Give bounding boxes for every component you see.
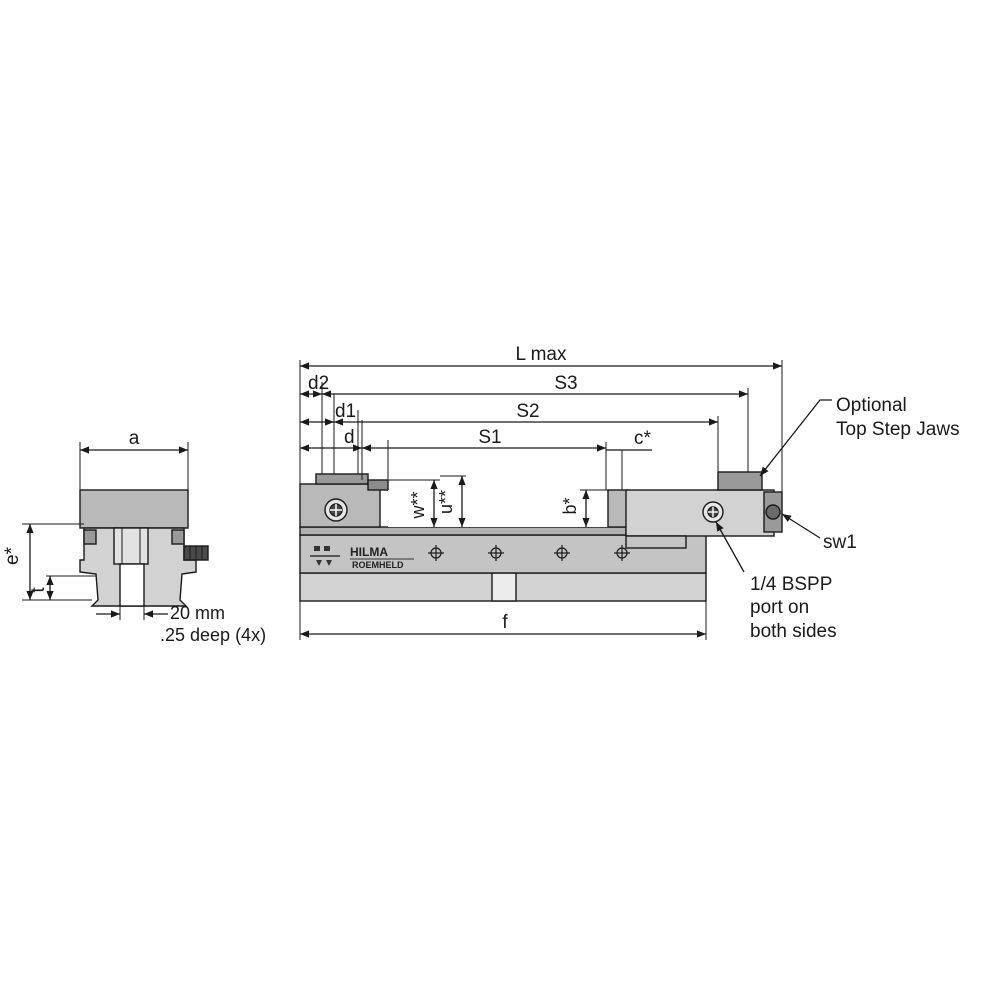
dim-label-u: u** bbox=[436, 490, 456, 514]
dim-label-b: b* bbox=[560, 497, 580, 514]
dim-label-a: a bbox=[129, 428, 140, 449]
dim-label-e: e* bbox=[2, 546, 23, 565]
mounting-hole-icons bbox=[428, 545, 630, 561]
base-rail-keyway bbox=[491, 572, 517, 602]
bed-top-strip bbox=[299, 526, 627, 536]
fixed-jaw-insert bbox=[315, 473, 369, 485]
brand-name: HILMA bbox=[350, 545, 388, 559]
hydraulic-cylinder bbox=[625, 489, 775, 537]
bolt-depth-label: .25 deep (4x) bbox=[160, 625, 266, 645]
hilma-logo: HILMA ROEMHELD bbox=[310, 545, 414, 570]
end-view: a e* t 20 mm .25 deep (4x) bbox=[2, 428, 266, 645]
bolt-size-label: 20 mm bbox=[170, 603, 225, 623]
dim-label-c: c* bbox=[634, 428, 652, 449]
optional-top-step-jaw bbox=[717, 471, 763, 491]
dim-label-d1: d1 bbox=[335, 401, 356, 422]
side-view: HILMA ROEMHELD L max d2 S3 d1 S2 d bbox=[299, 344, 960, 642]
callout-sw1: sw1 bbox=[823, 532, 857, 553]
dim-label-s3: S3 bbox=[554, 373, 577, 394]
callout-bspp: 1/4 BSPP bbox=[750, 574, 832, 595]
sw1-nut-icon bbox=[765, 504, 781, 520]
dim-label-d: d bbox=[344, 427, 355, 448]
end-view-right-clamp bbox=[171, 529, 185, 545]
dim-label-d2: d2 bbox=[308, 373, 329, 394]
end-view-top-block bbox=[79, 489, 189, 529]
callout-top-step-jaws: Top Step Jaws bbox=[836, 419, 960, 440]
end-view-left-clamp bbox=[83, 529, 97, 545]
dim-label-s2: S2 bbox=[516, 401, 539, 422]
dim-label-t: t bbox=[28, 587, 49, 593]
end-view-bottom-slot bbox=[119, 563, 145, 607]
end-view-center-bore bbox=[113, 527, 149, 565]
dim-label-f: f bbox=[502, 612, 508, 633]
dim-label-lmax: L max bbox=[515, 344, 567, 365]
brand-sub: ROEMHELD bbox=[352, 560, 404, 570]
fixed-jaw-step bbox=[367, 479, 389, 491]
callout-both-sides: both sides bbox=[750, 621, 837, 642]
dim-label-w: w** bbox=[408, 491, 428, 519]
dim-label-s1: S1 bbox=[478, 427, 501, 448]
cylinder-lower-block bbox=[625, 535, 687, 549]
movable-jaw bbox=[607, 489, 629, 528]
callout-optional: Optional bbox=[836, 395, 907, 416]
work-area bbox=[388, 490, 608, 527]
callout-port-on: port on bbox=[750, 597, 809, 618]
